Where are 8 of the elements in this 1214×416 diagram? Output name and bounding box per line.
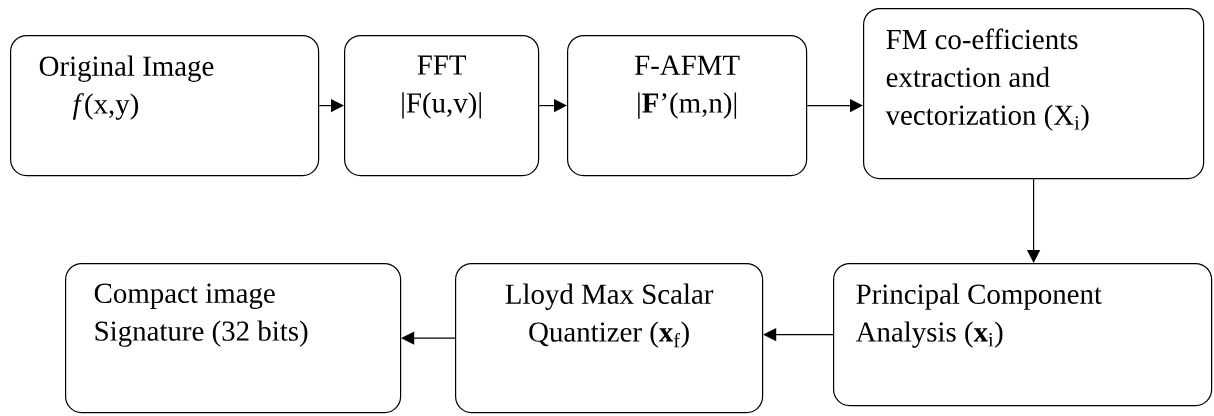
process-box: FM co-efficients extraction and vectorization (X$_{i}$) xyxy=(863,8,1205,180)
process-box: Principal Component Analysis (x$_{i}$) xyxy=(833,263,1213,407)
process-box: Original Image f(x,y) xyxy=(10,35,320,177)
process-box: Lloyd Max Scalar Quantizer (x$_{f}$) xyxy=(455,263,764,414)
process-box: FFT |F(u,v)| xyxy=(344,35,540,177)
process-box: F-AFMT |F’(m,n)| xyxy=(567,35,808,177)
process-box: Compact image Signature (32 bits) xyxy=(65,263,402,414)
arrow xyxy=(401,331,456,345)
